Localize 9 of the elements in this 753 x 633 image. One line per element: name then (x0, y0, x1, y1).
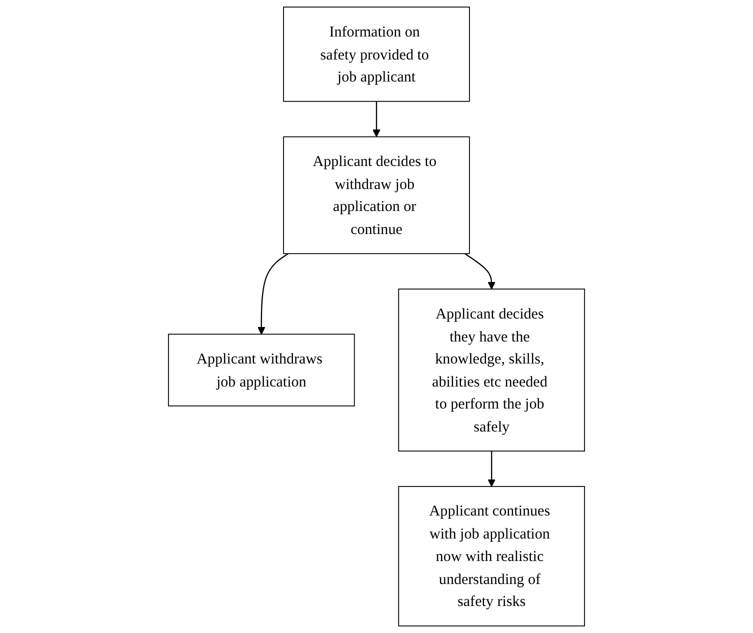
arrow (464, 253, 496, 290)
node-box: Applicant withdraws job application (168, 334, 355, 406)
node-box: Applicant decides they have the knowledge, skills, abilities etc needed to perform the job safely (398, 288, 585, 452)
node-box: Information on safety provided to job applicant (283, 6, 470, 102)
node-box: Applicant continues with job application now with realistic understanding of safety risks (398, 486, 585, 626)
arrow (372, 101, 380, 138)
arrow (488, 451, 496, 487)
arrow (258, 253, 288, 335)
node-box: Applicant decides to withdraw job application or continue (283, 136, 470, 254)
